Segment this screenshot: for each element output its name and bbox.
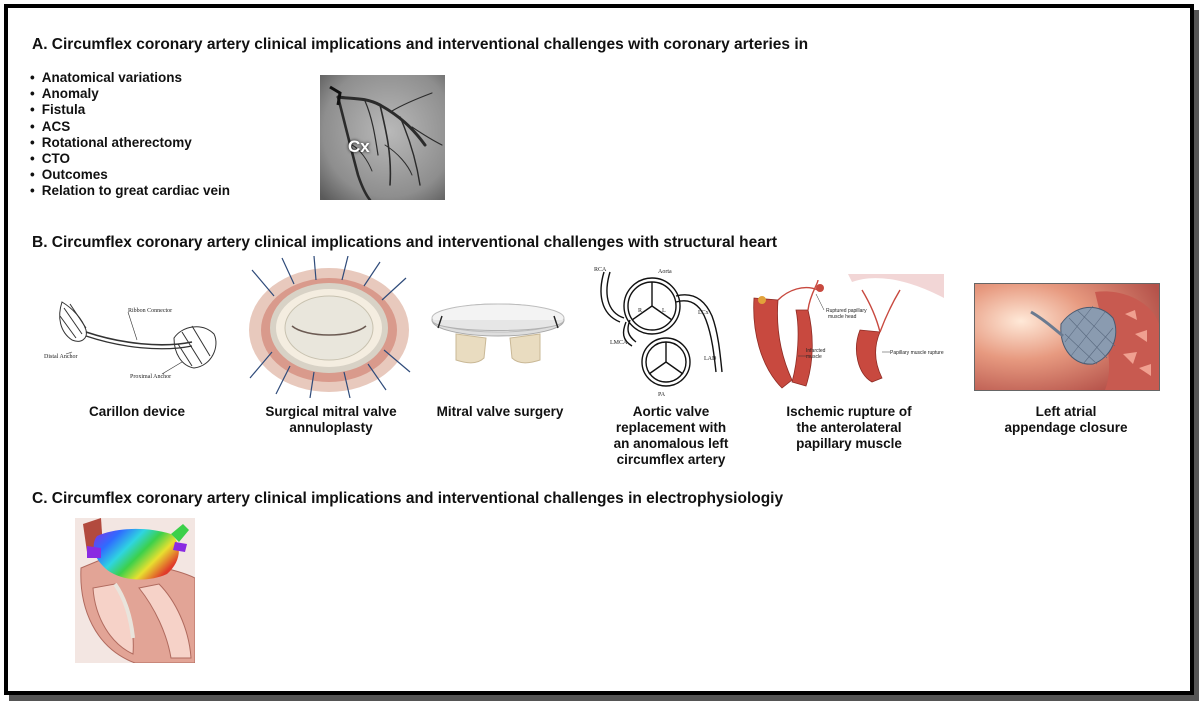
list-item: CTO <box>30 151 230 167</box>
laa-closure-image <box>974 283 1160 391</box>
section-c-heading: C. Circumflex coronary artery clinical i… <box>32 490 784 507</box>
pa-label: PA <box>658 392 666 398</box>
list-item: Relation to great cardiac vein <box>30 183 230 199</box>
list-item: Rotational atherectomy <box>30 135 230 151</box>
svg-text:muscle head: muscle head <box>828 314 857 320</box>
angiogram-label: Cx <box>348 137 370 156</box>
angiogram-image: Cx <box>320 75 445 200</box>
electroanatomic-map-image <box>75 518 195 663</box>
list-item: Anatomical variations <box>30 70 230 86</box>
section-b-heading: B. Circumflex coronary artery clinical i… <box>32 234 778 251</box>
caption-annuloplasty: Surgical mitral valve annuloplasty <box>265 404 397 435</box>
caption-papillary: Ischemic rupture of the anterolateral pa… <box>786 404 912 451</box>
list-item: Outcomes <box>30 167 230 183</box>
mitral-ring-image <box>428 294 568 372</box>
section-a-list: Anatomical variations Anomaly Fistula AC… <box>30 70 230 200</box>
rca-label: RCA <box>594 267 607 273</box>
papillary-rupture-image: Ruptured papillary muscle head Infarcted… <box>748 270 948 398</box>
papillary-rupture-label: Papillary muscle rupture <box>890 350 944 356</box>
lcx-label: LCx <box>698 310 709 316</box>
lmca-label: LMCA <box>610 340 628 346</box>
infarcted-muscle-label: Infarcted <box>806 348 826 354</box>
aortic-valve-diagram: RCA Aorta R L LCx LMCA LAD PA <box>592 262 742 400</box>
right-cusp-label: R <box>638 308 642 314</box>
annuloplasty-image <box>244 256 414 398</box>
list-item: Fistula <box>30 102 230 118</box>
distal-anchor-label: Distal Anchor <box>44 354 78 360</box>
caption-laa: Left atrial appendage closure <box>1004 404 1128 435</box>
list-item: Anomaly <box>30 86 230 102</box>
caption-carillon: Carillon device <box>88 404 186 419</box>
aorta-label: Aorta <box>658 269 672 275</box>
left-cusp-label: L <box>662 308 666 314</box>
svg-text:muscle: muscle <box>806 354 822 360</box>
ruptured-head-label: Ruptured papillary <box>826 308 867 314</box>
ribbon-connector-label: Ribbon Connector <box>128 308 172 314</box>
caption-aortic-valve: Aortic valve replacement with an anomalo… <box>613 404 729 467</box>
list-item: ACS <box>30 119 230 135</box>
lad-label: LAD <box>704 356 717 362</box>
caption-mitral-surgery: Mitral valve surgery <box>436 404 564 419</box>
proximal-anchor-label: Proximal Anchor <box>130 374 171 380</box>
carillon-device-image: Ribbon Connector Distal Anchor Proximal … <box>42 282 222 392</box>
section-a-heading: A. Circumflex coronary artery clinical i… <box>32 36 809 53</box>
